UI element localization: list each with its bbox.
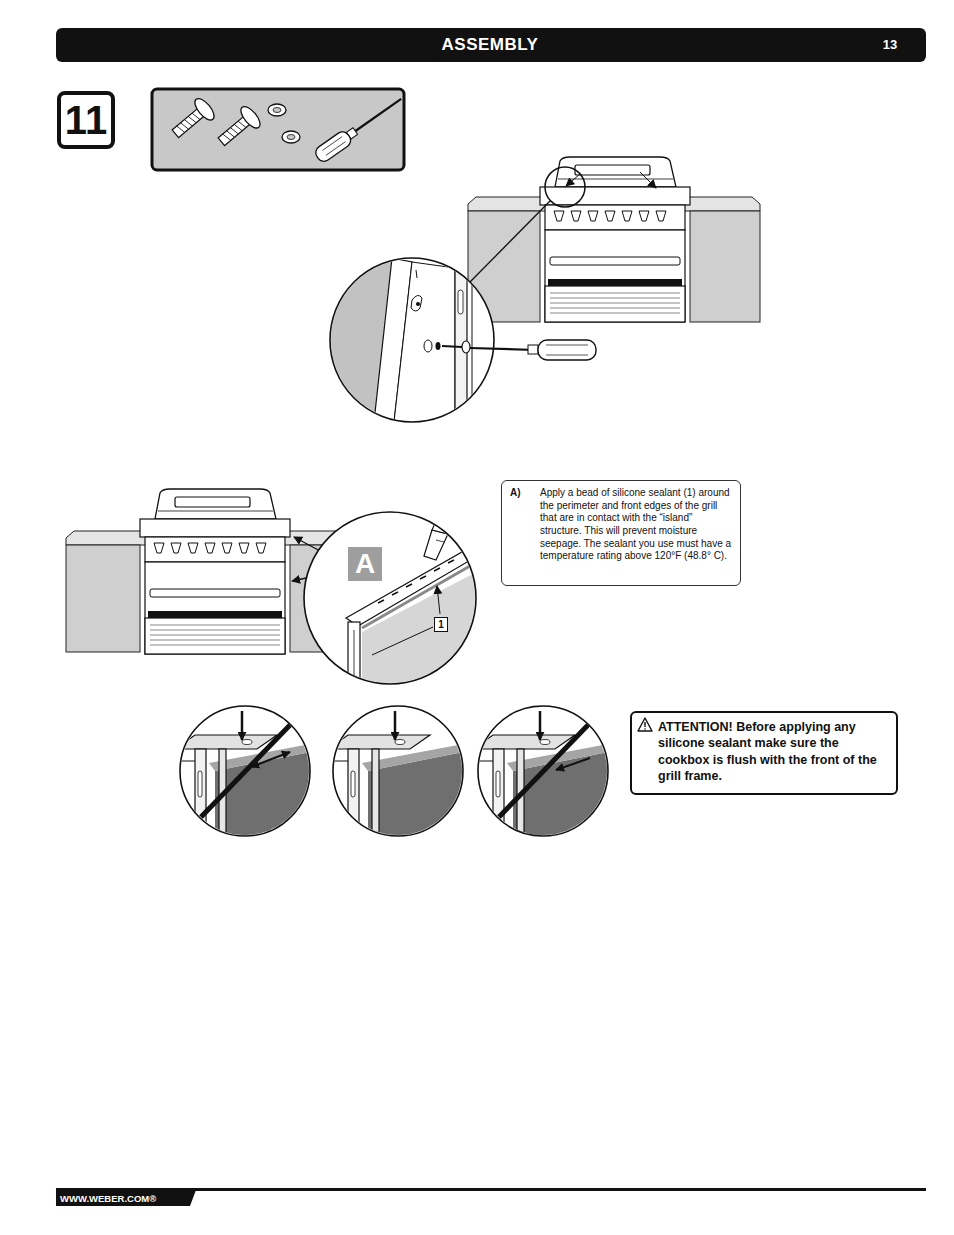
- step-number: 11: [65, 100, 107, 140]
- warning-text: ATTENTION! Before applying any silicone …: [658, 719, 890, 784]
- callout-box: 1: [434, 617, 448, 632]
- page-heading: ASSEMBLY: [390, 35, 590, 55]
- note-box: A)Apply a bead of silicone sealant (1) a…: [501, 480, 741, 586]
- page-number: 13: [868, 37, 912, 52]
- attention-box: ATTENTION! Before applying any silicone …: [630, 711, 898, 795]
- website-footer: WWW.WEBER.COM®: [60, 1193, 188, 1204]
- note-text: Apply a bead of silicone sealant (1) aro…: [540, 487, 732, 579]
- detail-letter: A: [355, 550, 375, 578]
- detail-letter-box: A: [348, 547, 382, 581]
- step-box: 11: [57, 91, 115, 149]
- callout-number: 1: [438, 620, 444, 630]
- note-letter: A): [510, 487, 536, 579]
